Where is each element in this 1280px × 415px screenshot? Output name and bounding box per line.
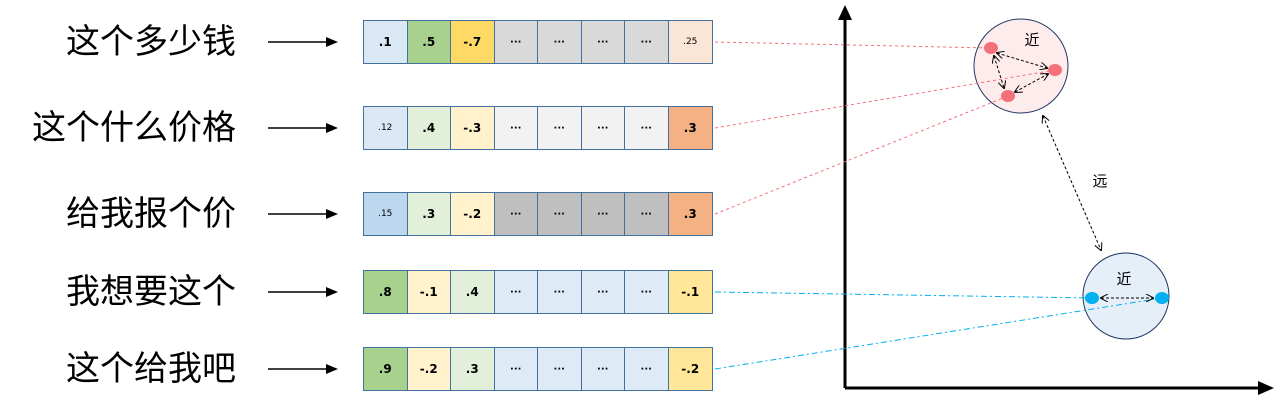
sentence-text: 给我报个价 <box>66 194 236 234</box>
vector-cell: .3 <box>668 107 712 149</box>
near-label: 近 <box>1116 270 1131 288</box>
embedding-point <box>1001 90 1015 102</box>
embedding-vector: .15.3-.2············.3 <box>363 192 713 236</box>
vector-cell: ··· <box>581 348 625 390</box>
vector-cell: .4 <box>451 271 495 313</box>
vector-cell: -.3 <box>451 107 495 149</box>
embedding-point <box>1048 64 1062 76</box>
arrow-right-icon <box>268 123 338 133</box>
vector-cell: .3 <box>407 193 451 235</box>
vector-cell: ··· <box>625 193 669 235</box>
vector-cell: .3 <box>668 193 712 235</box>
far-arrow <box>1043 116 1101 250</box>
arrow-right-icon <box>268 364 338 374</box>
vector-cell: .25 <box>668 21 712 63</box>
vector-cell: ··· <box>625 107 669 149</box>
sentence-text: 我想要这个 <box>66 272 236 312</box>
vector-cell: -.7 <box>451 21 495 63</box>
embedding-vector: .1.5-.7············.25 <box>363 20 713 64</box>
vector-cell: ··· <box>538 107 582 149</box>
red-link <box>714 95 1009 215</box>
vector-cell: ··· <box>625 348 669 390</box>
sentence-text: 这个什么价格 <box>32 108 236 148</box>
vector-cell: ··· <box>538 21 582 63</box>
embedding-point <box>1085 292 1099 304</box>
blue-link <box>714 291 1093 299</box>
arrow-right-icon <box>268 37 338 47</box>
vector-cell: .12 <box>364 107 408 149</box>
vector-cell: ··· <box>581 193 625 235</box>
vector-cell: -.2 <box>451 193 495 235</box>
vector-cell: ··· <box>494 107 538 149</box>
vector-cell: .3 <box>451 348 495 390</box>
vector-cell: .5 <box>407 21 451 63</box>
sentence-text: 这个多少钱 <box>66 22 236 62</box>
vector-cell: .9 <box>364 348 408 390</box>
red-link <box>714 41 992 49</box>
vector-cell: ··· <box>625 21 669 63</box>
vector-cell: ··· <box>538 348 582 390</box>
vector-cell: .15 <box>364 193 408 235</box>
embedding-vector: .8-.1.4············-.1 <box>363 270 713 314</box>
embedding-point <box>1155 292 1169 304</box>
vector-cell: ··· <box>581 107 625 149</box>
x-axis-arrow <box>1258 381 1274 395</box>
vector-cell: .4 <box>407 107 451 149</box>
vector-cell: -.2 <box>668 348 712 390</box>
far-label: 远 <box>1092 172 1107 190</box>
near-arrow <box>994 56 1004 88</box>
blue-link <box>714 297 1163 370</box>
vector-cell: .1 <box>364 21 408 63</box>
vector-cell: ··· <box>625 271 669 313</box>
near-arrow <box>997 53 1047 68</box>
vector-cell: .8 <box>364 271 408 313</box>
vector-cell: ··· <box>538 271 582 313</box>
embedding-vector: .9-.2.3············-.2 <box>363 347 713 391</box>
vector-cell: -.2 <box>407 348 451 390</box>
vector-cell: ··· <box>494 348 538 390</box>
arrow-right-icon <box>268 287 338 297</box>
embedding-point <box>984 42 998 54</box>
sentence-text: 这个给我吧 <box>66 349 236 389</box>
y-axis-arrow <box>838 5 852 20</box>
arrow-right-icon <box>268 209 338 219</box>
vector-cell: ··· <box>581 21 625 63</box>
vector-cell: -.1 <box>668 271 712 313</box>
vector-cell: ··· <box>494 271 538 313</box>
vector-cell: -.1 <box>407 271 451 313</box>
embedding-vector: .12.4-.3············.3 <box>363 106 713 150</box>
vector-cell: ··· <box>581 271 625 313</box>
near-arrow <box>1015 74 1048 92</box>
vector-cell: ··· <box>494 21 538 63</box>
vector-cell: ··· <box>494 193 538 235</box>
vector-cell: ··· <box>538 193 582 235</box>
near-label: 近 <box>1024 31 1039 49</box>
